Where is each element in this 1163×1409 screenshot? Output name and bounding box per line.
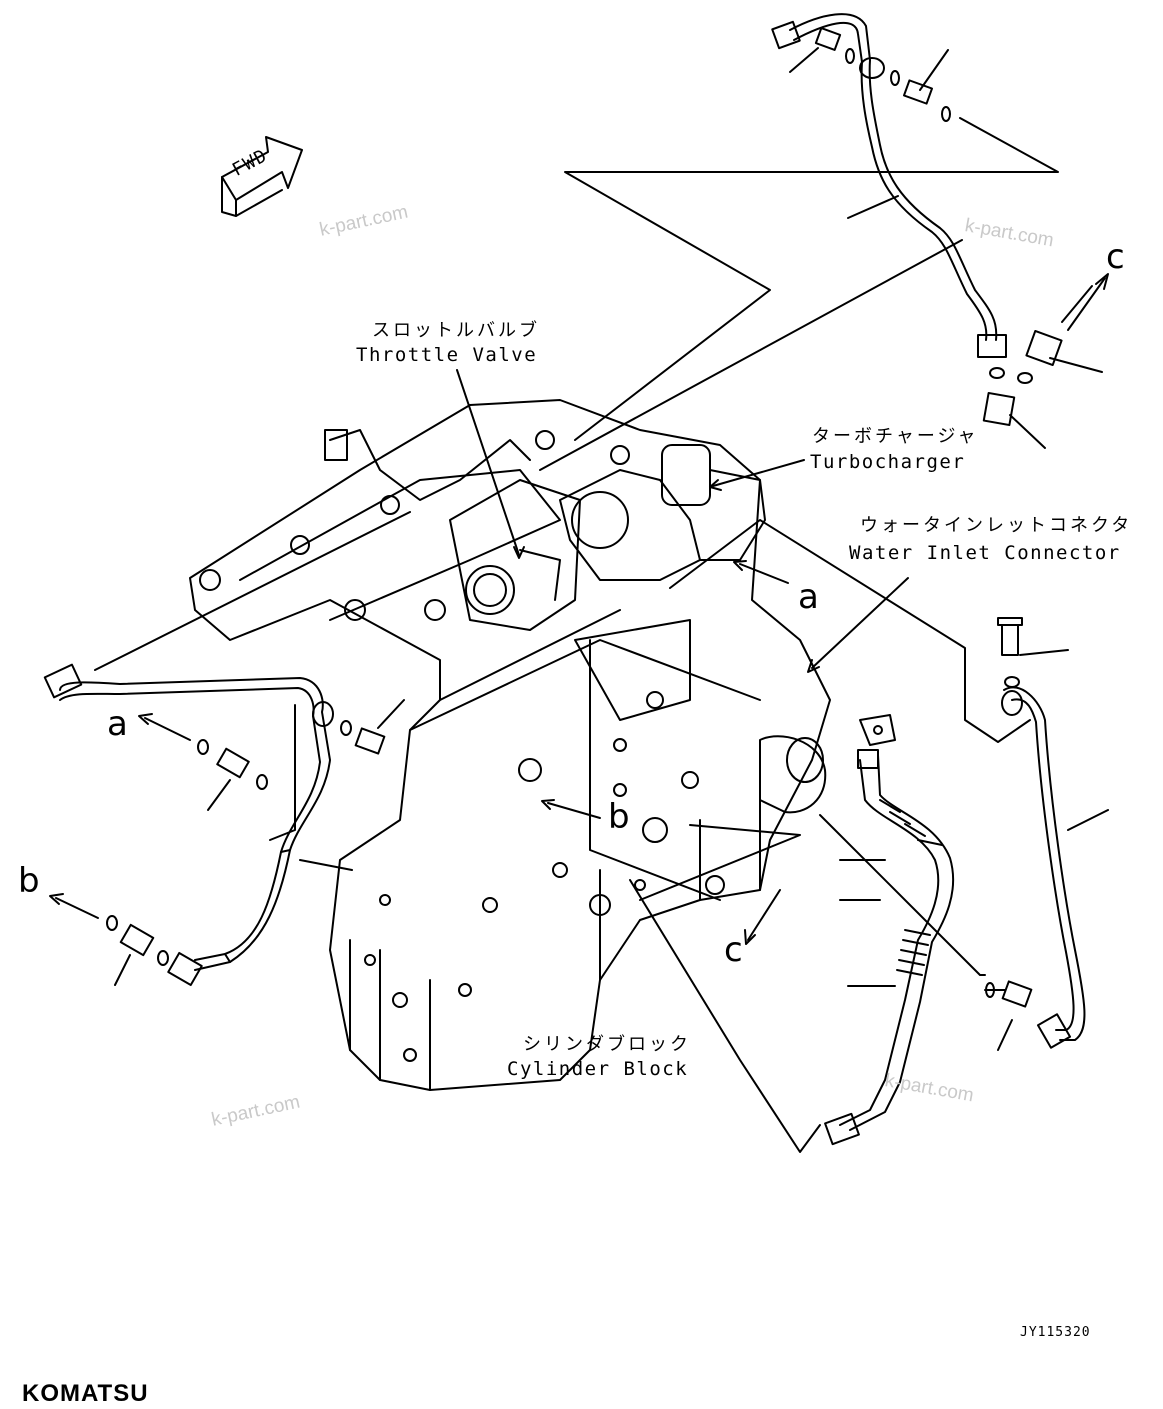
cylinder-block-label-jp: シリンダブロック [523, 1034, 691, 1055]
top-pipe [771, 13, 1007, 358]
engine-block [189, 399, 831, 1091]
left-fittings [106, 720, 386, 966]
leader-arrows [49, 273, 1109, 945]
throttle-valve-label: Throttle Valve [356, 344, 538, 366]
ref-c-bottom: c [724, 930, 743, 970]
ref-b-left: b [18, 861, 40, 901]
top-fittings [814, 27, 1063, 427]
right-bracket-lines [669, 519, 1109, 1051]
right-fittings [985, 980, 1033, 1008]
ref-c-top: c [1106, 237, 1125, 277]
ref-b-center: b [608, 797, 630, 837]
throttle-valve-label-jp: スロットルバルブ [372, 320, 540, 341]
turbocharger-label: Turbocharger [810, 451, 966, 473]
corrugated-tube [824, 749, 955, 1146]
ref-a-left: a [107, 704, 128, 744]
fwd-arrow-icon [221, 136, 303, 217]
cylinder-block-label: Cylinder Block [507, 1058, 689, 1080]
top-bracket-lines [539, 117, 1059, 471]
ref-a-right: a [798, 577, 819, 617]
turbocharger-label-jp: ターボチャージャ [812, 426, 979, 447]
throttle-valve [324, 429, 581, 631]
corrugated-bracket [629, 814, 986, 1153]
turbocharger [559, 444, 766, 581]
water-inlet-label: Water Inlet Connector [849, 542, 1121, 564]
water-inlet-label-jp: ウォータインレットコネクタ [860, 515, 1133, 536]
left-bracket-lines [94, 511, 411, 986]
drawing-code: JY115320 [1020, 1325, 1091, 1340]
right-pipe [997, 617, 1086, 1049]
left-pipe [43, 663, 334, 987]
water-inlet [759, 714, 896, 814]
komatsu-logo: KOMATSU [22, 1380, 149, 1407]
top-leaders [789, 47, 1103, 449]
